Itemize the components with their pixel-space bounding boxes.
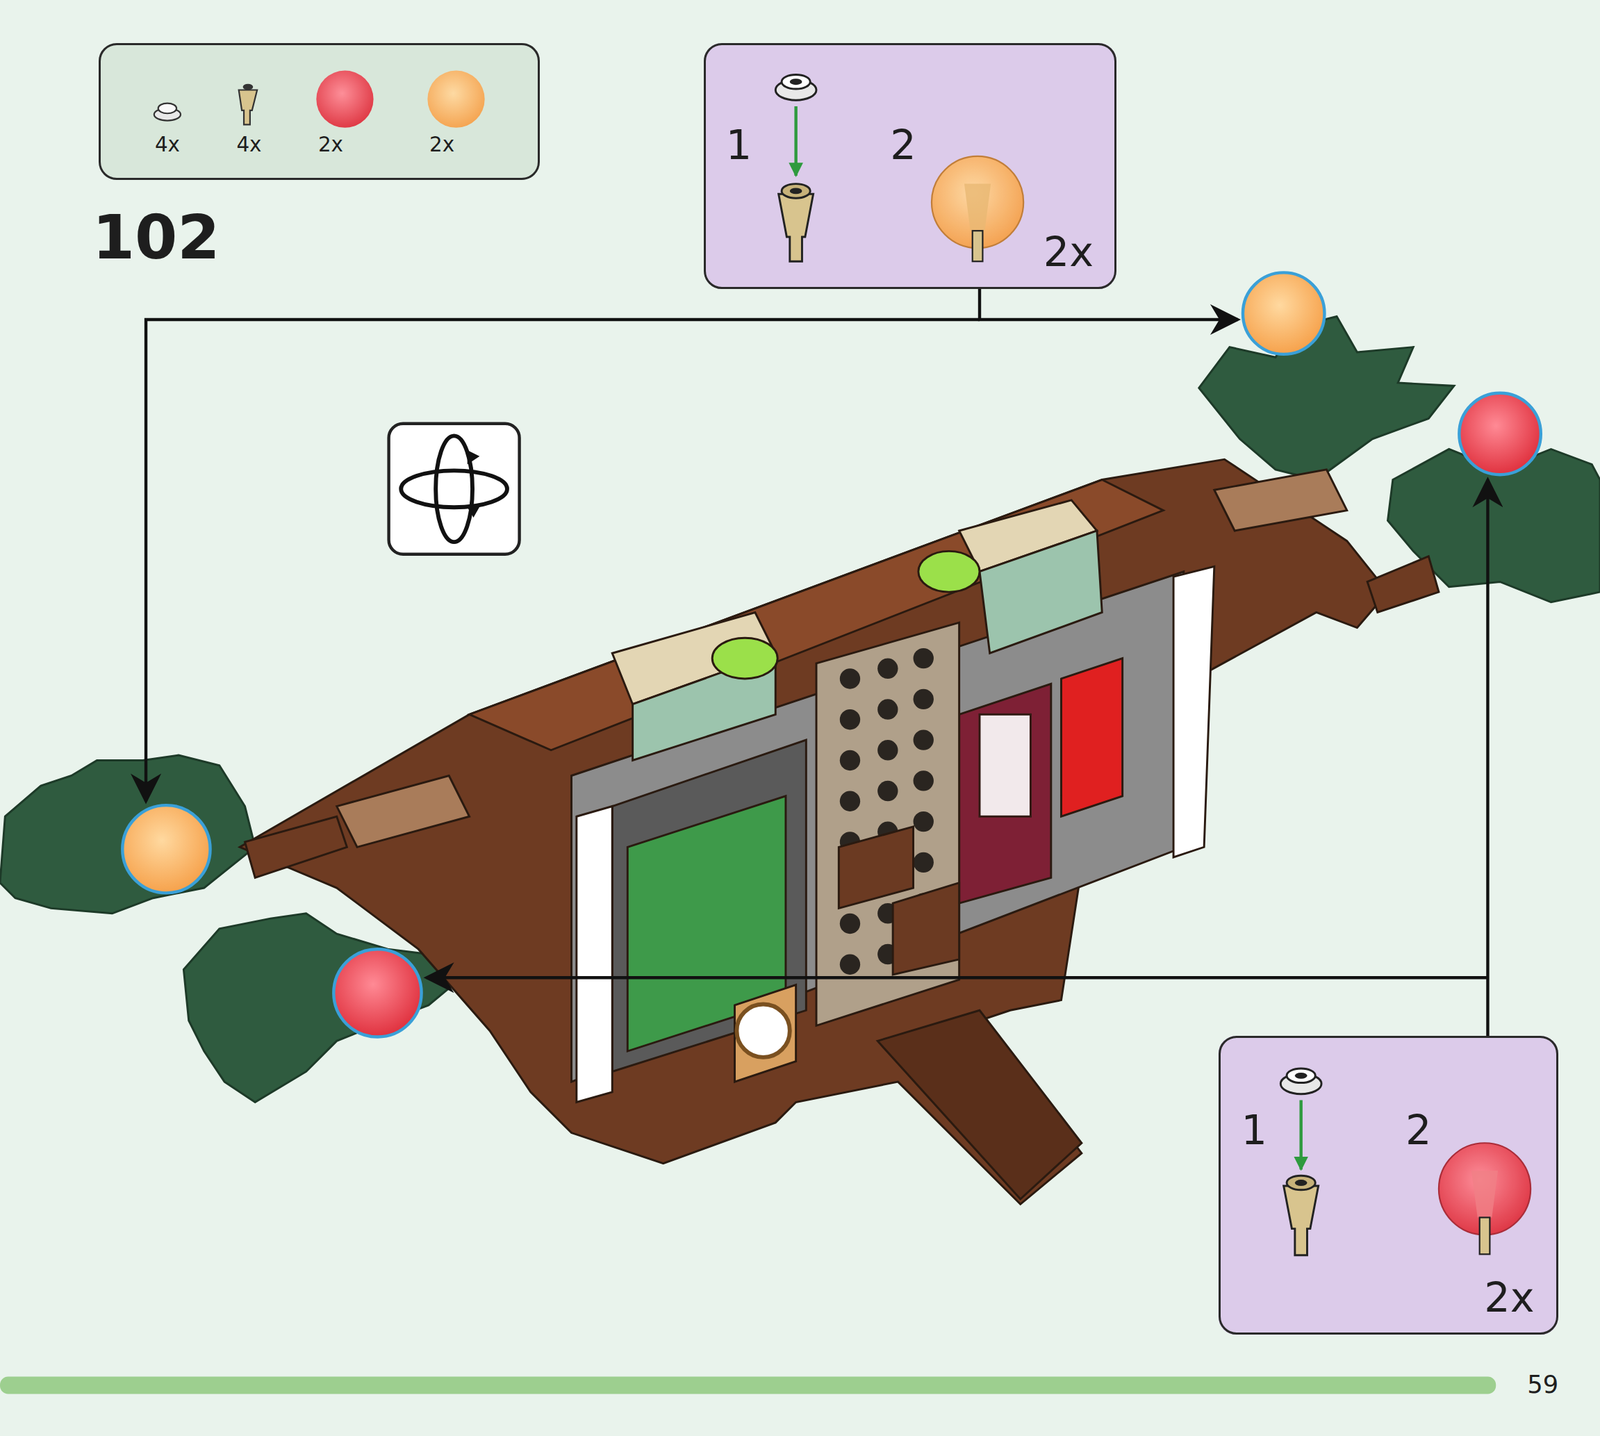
page-bar (0, 1376, 1496, 1395)
leader-arrows (145, 289, 1488, 1036)
rotate-icon (389, 423, 520, 555)
part-count: 2x (318, 134, 344, 155)
part-icons (154, 70, 485, 128)
quantity-label: 2x (1043, 231, 1094, 273)
step-number: 102 (92, 207, 221, 269)
part-count: 4x (236, 134, 262, 155)
page-number: 59 (1527, 1372, 1559, 1397)
parts-panel (98, 43, 540, 180)
callout-step-number: 1 (1240, 1110, 1267, 1152)
parts-list-box: 4x 4x 2x 2x (98, 43, 540, 180)
leaves (0, 316, 1600, 1103)
part-count: 4x (154, 134, 180, 155)
callout-pieces (775, 74, 1024, 262)
callout-pieces (1280, 1068, 1531, 1256)
callout-step-number: 1 (726, 124, 752, 166)
model-body (239, 459, 1439, 1204)
sub-build-callout: 1 2 2x (1218, 1035, 1559, 1335)
part-count: 2x (429, 134, 455, 155)
quantity-label: 2x (1483, 1277, 1534, 1319)
callout-panel (703, 43, 1116, 290)
lamp-highlights (122, 272, 1541, 1037)
callout-panel (1218, 1035, 1559, 1335)
sub-build-callout: 1 2 2x (703, 43, 1116, 290)
callout-step-number: 2 (1405, 1110, 1432, 1152)
callout-step-number: 2 (889, 124, 916, 166)
